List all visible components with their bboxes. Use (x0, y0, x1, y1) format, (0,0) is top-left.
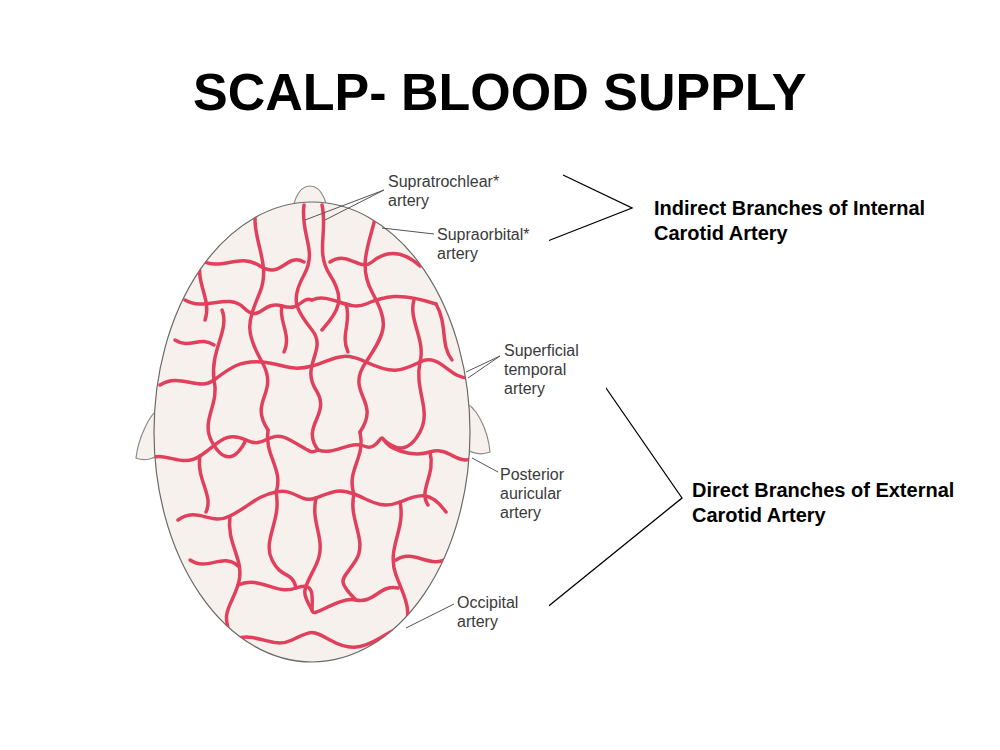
group-label: Indirect Branches of Internal Carotid Ar… (652, 196, 941, 246)
page-title: SCALP- BLOOD SUPPLY (193, 62, 807, 122)
head-outline (154, 202, 470, 662)
group-label: Direct Branches of External Carotid Arte… (690, 478, 984, 528)
artery-network (150, 205, 474, 647)
artery-label: Supratrochlear* artery (386, 172, 515, 210)
artery-label: Superficial temporal artery (502, 341, 606, 398)
artery-label: Posterior auricular artery (498, 465, 597, 522)
artery-label: Supraorbital* artery (435, 225, 549, 263)
artery-label: Occipital artery (455, 593, 549, 631)
